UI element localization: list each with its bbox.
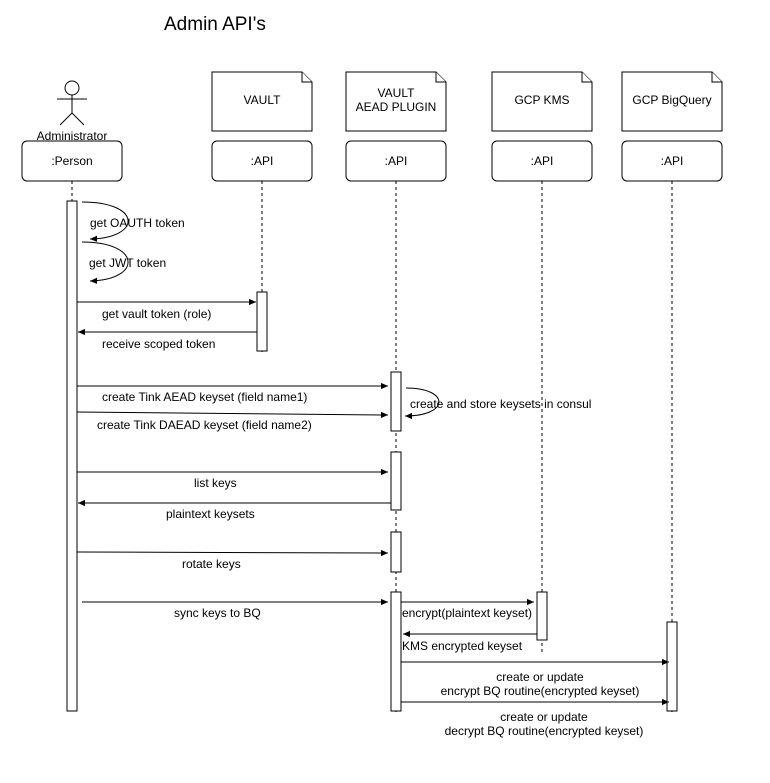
msg-list-keys: list keys: [194, 476, 237, 490]
self-message-jwt: [81, 241, 129, 285]
participant-vault-name: VAULT: [244, 93, 282, 107]
msg-decrypt-routine-line1: create or update: [500, 710, 588, 724]
arrow-rotate-keys: [76, 549, 389, 557]
msg-receive-scoped-token: receive scoped token: [102, 337, 215, 351]
activation-person: [66, 200, 78, 712]
msg-plaintext-keysets: plaintext keysets: [166, 507, 255, 521]
msg-store-consul: create and store keysets in consul: [410, 397, 591, 411]
activation-vault: [256, 291, 268, 352]
activation-plugin-create: [390, 371, 402, 432]
diagram-title: Admin API's: [164, 14, 266, 35]
msg-decrypt-routine-line2: decrypt BQ routine(encrypted keyset): [445, 724, 644, 738]
msg-rotate-keys: rotate keys: [182, 557, 241, 571]
participant-aead-plugin-name-line2: AEAD PLUGIN: [356, 100, 437, 114]
actor-icon: [57, 80, 87, 126]
msg-encrypt-routine-line1: create or update: [496, 670, 584, 684]
participant-aead-plugin-box: [345, 71, 447, 132]
self-message-oauth: [81, 201, 129, 243]
msg-encrypt: encrypt(plaintext keyset): [402, 606, 532, 620]
msg-create-aead: create Tink AEAD keyset (field name1): [102, 390, 307, 404]
participant-aead-plugin-name-line1: VAULT: [378, 86, 416, 100]
lifeline-label-aead-plugin: :API: [385, 154, 408, 168]
msg-sync-keys: sync keys to BQ: [174, 606, 261, 620]
msg-kms-encrypted: KMS encrypted keyset: [402, 639, 523, 653]
lifeline-label-bigquery: :API: [661, 154, 684, 168]
participant-bigquery-name: GCP BigQuery: [632, 93, 711, 107]
msg-encrypt-routine-line2: encrypt BQ routine(encrypted keyset): [441, 684, 640, 698]
participant-bigquery-box: [621, 71, 723, 132]
lifeline-label-kms: :API: [531, 154, 554, 168]
activation-plugin-sync: [390, 591, 402, 712]
arrow-create-daead: [76, 411, 389, 419]
participant-vault-box: [211, 71, 313, 132]
activation-plugin-list: [390, 451, 402, 511]
self-message-consul: [404, 387, 440, 420]
actor-name: Administrator: [37, 129, 108, 143]
msg-create-daead: create Tink DAEAD keyset (field name2): [97, 418, 312, 432]
participant-kms-name: GCP KMS: [514, 93, 569, 107]
msg-get-vault-token: get vault token (role): [102, 307, 211, 321]
activation-bigquery: [666, 621, 678, 712]
lifeline-label-person: :Person: [51, 154, 92, 168]
msg-get-jwt-token: get JWT token: [89, 256, 166, 270]
activation-plugin-rotate: [390, 531, 402, 573]
participant-kms-box: [491, 71, 593, 132]
activation-kms: [536, 591, 548, 641]
msg-get-oauth-token: get OAUTH token: [90, 216, 185, 230]
lifeline-label-vault: :API: [251, 154, 274, 168]
